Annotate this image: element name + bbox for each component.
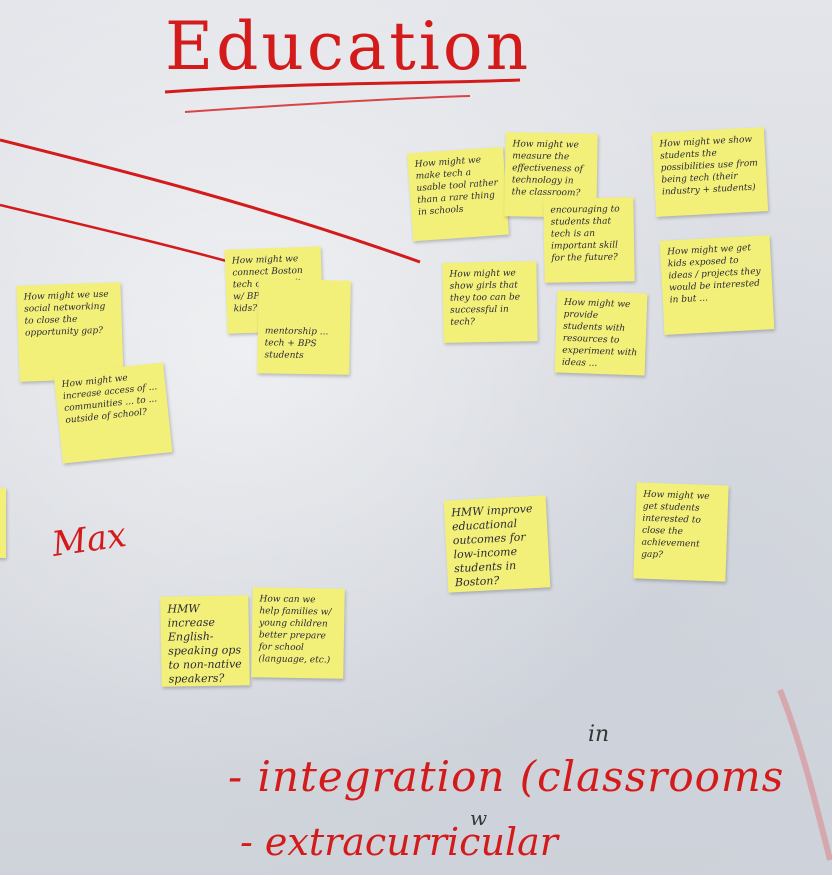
- sticky-note[interactable]: How can we help families w/ young childr…: [251, 587, 345, 679]
- sticky-note-edge: [0, 488, 6, 558]
- sticky-note[interactable]: How might we show girls that they too ca…: [442, 261, 538, 343]
- sticky-note[interactable]: encouraging to students that tech is an …: [543, 197, 635, 283]
- insert-mark: w: [470, 806, 488, 830]
- insert-mark: in: [588, 722, 610, 747]
- sticky-note[interactable]: mentorship ... tech + BPS students: [257, 279, 351, 375]
- sticky-note[interactable]: How might we increase access of ... comm…: [53, 362, 173, 464]
- sticky-note[interactable]: How might we show students the possibili…: [651, 127, 769, 217]
- sticky-note[interactable]: How might we use social networking to cl…: [16, 282, 124, 382]
- board-title: Education: [165, 8, 532, 85]
- sticky-note[interactable]: How might we get students interested to …: [633, 482, 729, 582]
- sticky-note[interactable]: How might we make tech a usable tool rat…: [407, 146, 509, 242]
- sticky-note[interactable]: HMW improve educational outcomes for low…: [443, 495, 551, 593]
- sticky-note[interactable]: How might we get kids exposed to ideas /…: [659, 235, 775, 335]
- bottom-line-integration: - integration (classrooms: [228, 752, 785, 801]
- sticky-note[interactable]: How might we provide students with resou…: [554, 290, 648, 376]
- bottom-line-extracurricular: - extracurricular: [240, 820, 558, 864]
- sticky-note[interactable]: HMW increase English-speaking ops to non…: [160, 595, 250, 687]
